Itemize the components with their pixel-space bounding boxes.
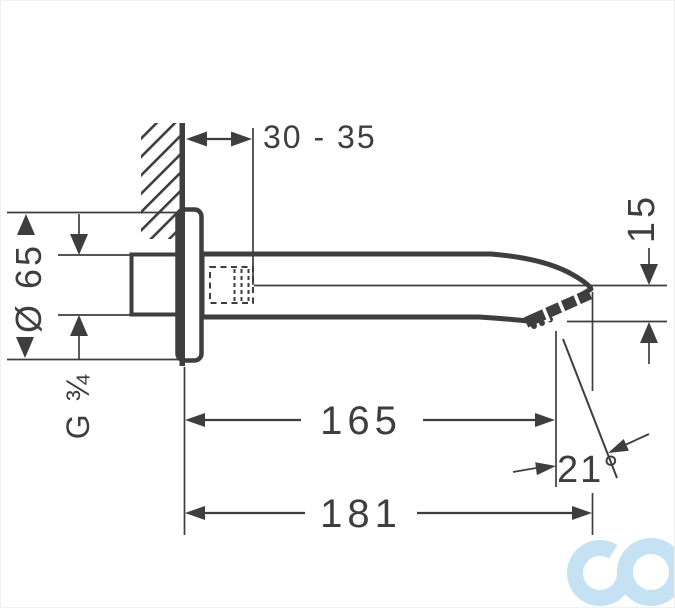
spout-body [199, 251, 594, 324]
dim-thread-size-label: G ¾ [60, 372, 96, 440]
dim-length-165-label: 165 [320, 399, 402, 443]
aerator-outlet [523, 288, 593, 329]
extension-lines [7, 128, 667, 535]
dim-angle-label: 21° [557, 449, 621, 491]
dimension-arrowheads [16, 131, 658, 520]
wall-line [179, 123, 185, 366]
dim-escutcheon-diameter-label: Ø 65 [8, 242, 49, 334]
dim-wall-offset-label: 30 - 35 [263, 119, 377, 155]
dim-outlet-height-label: 15 [621, 192, 663, 244]
thread-connector [129, 252, 181, 317]
hidden-detail-dashed [209, 266, 254, 304]
dim-length-181-label: 181 [320, 492, 402, 536]
brand-logo-icon [567, 538, 674, 606]
